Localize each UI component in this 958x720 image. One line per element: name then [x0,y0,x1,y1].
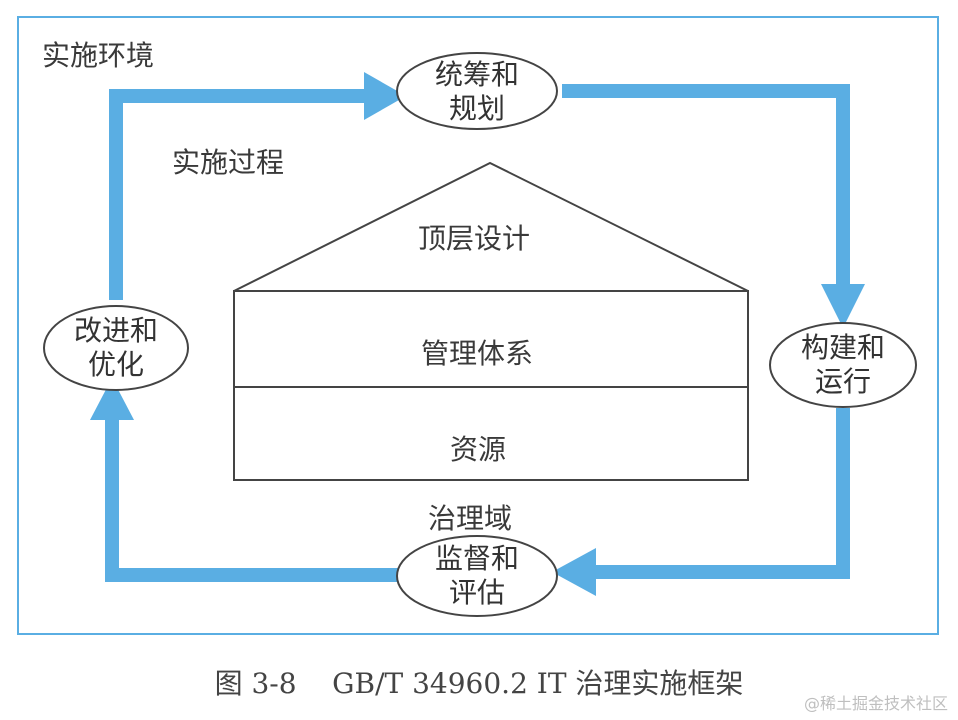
watermark: @稀土掘金技术社区 [803,694,948,713]
node-build-shape [769,322,917,408]
arrow-heads [90,72,865,596]
arrowhead-to-monitor [552,548,596,596]
node-improve-label: 改进和 优化 [73,314,158,381]
arrowhead-to-plan [364,72,406,120]
cycle-nodes [43,52,917,617]
arrow-improve-to-plan [109,89,372,300]
arrow-plan-to-build [562,84,850,286]
house-bottom-label: 资源 [450,433,507,466]
governance-house [233,161,749,481]
environment-frame [17,16,939,635]
house-body [233,290,749,481]
node-improve-shape [43,305,189,391]
house-roof-label: 顶层设计 [418,222,531,255]
arrowhead-to-build [821,284,865,328]
node-monitor-shape [396,535,558,617]
node-monitor-label: 监督和 评估 [434,542,519,609]
environment-label: 实施环境 [42,39,155,72]
process-label: 实施过程 [172,146,285,179]
node-plan-shape [396,52,558,130]
arrow-build-to-monitor [592,408,850,579]
house-roof [233,161,749,292]
arrow-monitor-to-improve [105,420,398,582]
node-build-label: 构建和 运行 [800,331,885,398]
governance-domain-label: 治理域 [428,502,513,535]
figure-caption: 图 3-8 GB/T 34960.2 IT 治理实施框架 [214,667,744,700]
arrowhead-to-improve [90,378,134,420]
node-plan-label: 统筹和 规划 [434,58,519,125]
cycle-arrows [105,84,850,582]
house-middle-label: 管理体系 [421,337,534,370]
